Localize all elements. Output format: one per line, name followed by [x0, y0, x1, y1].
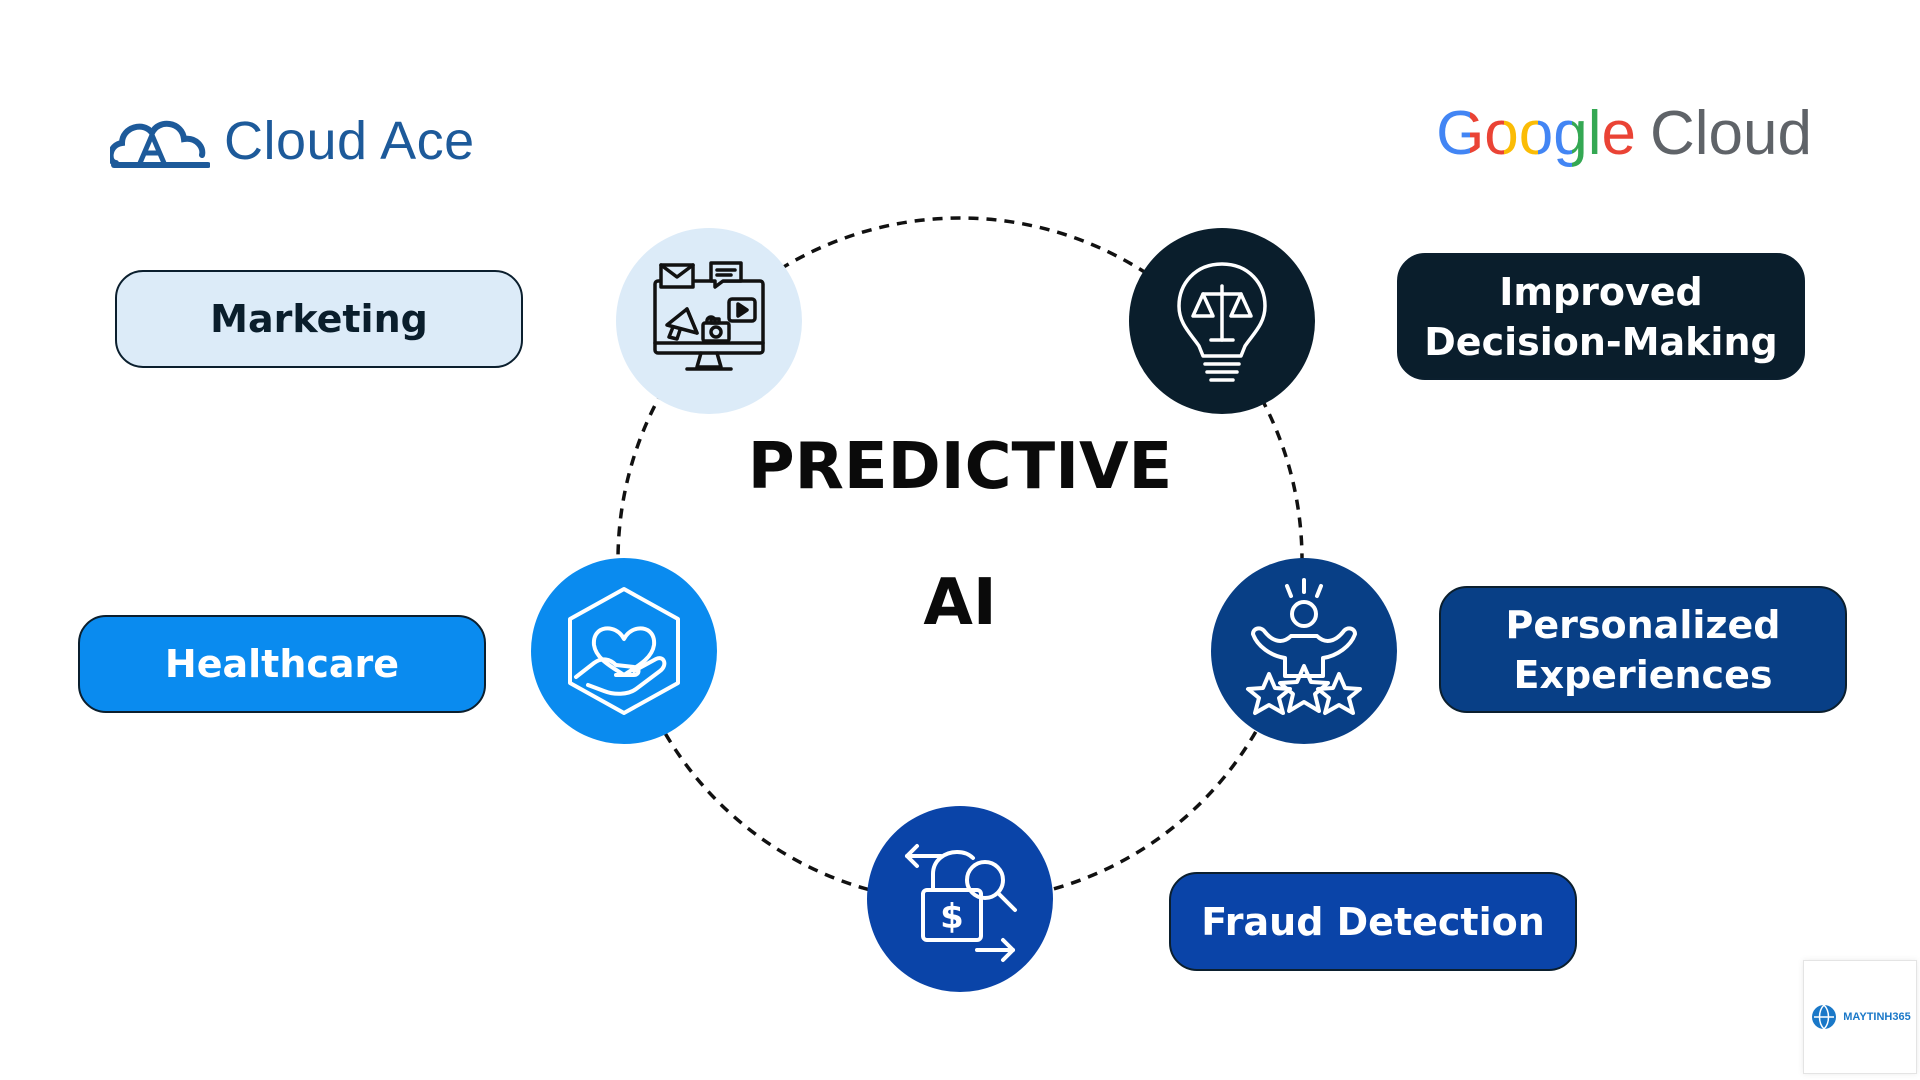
center-title-line1: PREDICTIVE: [747, 430, 1173, 504]
decision-circle: [1129, 228, 1315, 414]
center-title-line2: AI: [923, 566, 997, 640]
decision-line1: Improved: [1499, 269, 1703, 314]
monitor-megaphone-icon: [653, 261, 765, 371]
watermark-text: MAYTINH365: [1843, 1011, 1911, 1023]
personalized-experiences-pill: Personalized Experiences: [1439, 586, 1847, 713]
heart-hand-icon: [568, 587, 680, 715]
marketing-pill: Marketing: [115, 270, 523, 368]
google-cloud-logo: Google Cloud: [1436, 98, 1812, 169]
cloud-ace-logo: Cloud Ace: [110, 110, 475, 172]
cloud-ace-logo-icon: [110, 121, 210, 168]
svg-text:$: $: [940, 897, 964, 937]
fraud-circle: $: [867, 806, 1053, 992]
google-wordmark: Google: [1436, 99, 1636, 168]
personalized-circle: [1211, 558, 1397, 744]
personalized-line2: Experiences: [1513, 652, 1773, 697]
cloud-ace-wordmark: Cloud Ace: [224, 111, 475, 171]
healthcare-label: Healthcare: [164, 642, 400, 686]
marketing-circle: [616, 228, 802, 414]
fraud-label: Fraud Detection: [1201, 899, 1545, 944]
decision-line2: Decision-Making: [1424, 319, 1778, 364]
lock-search-icon: $: [905, 844, 1017, 962]
cloud-wordmark: Cloud: [1650, 99, 1812, 168]
globe-logo-icon: [1812, 1004, 1837, 1030]
lightbulb-scale-icon: [1177, 262, 1267, 382]
maytinh365-watermark: MAYTINH365: [1803, 960, 1917, 1074]
personalized-line1: Personalized: [1505, 602, 1781, 647]
decision-making-pill: Improved Decision-Making: [1397, 253, 1805, 380]
center-title: PREDICTIVE AI: [640, 435, 1280, 635]
healthcare-circle: [531, 558, 717, 744]
fraud-detection-pill: Fraud Detection: [1169, 872, 1577, 971]
healthcare-pill: Healthcare: [78, 615, 486, 713]
marketing-label: Marketing: [210, 297, 428, 341]
person-stars-icon: [1246, 578, 1362, 715]
